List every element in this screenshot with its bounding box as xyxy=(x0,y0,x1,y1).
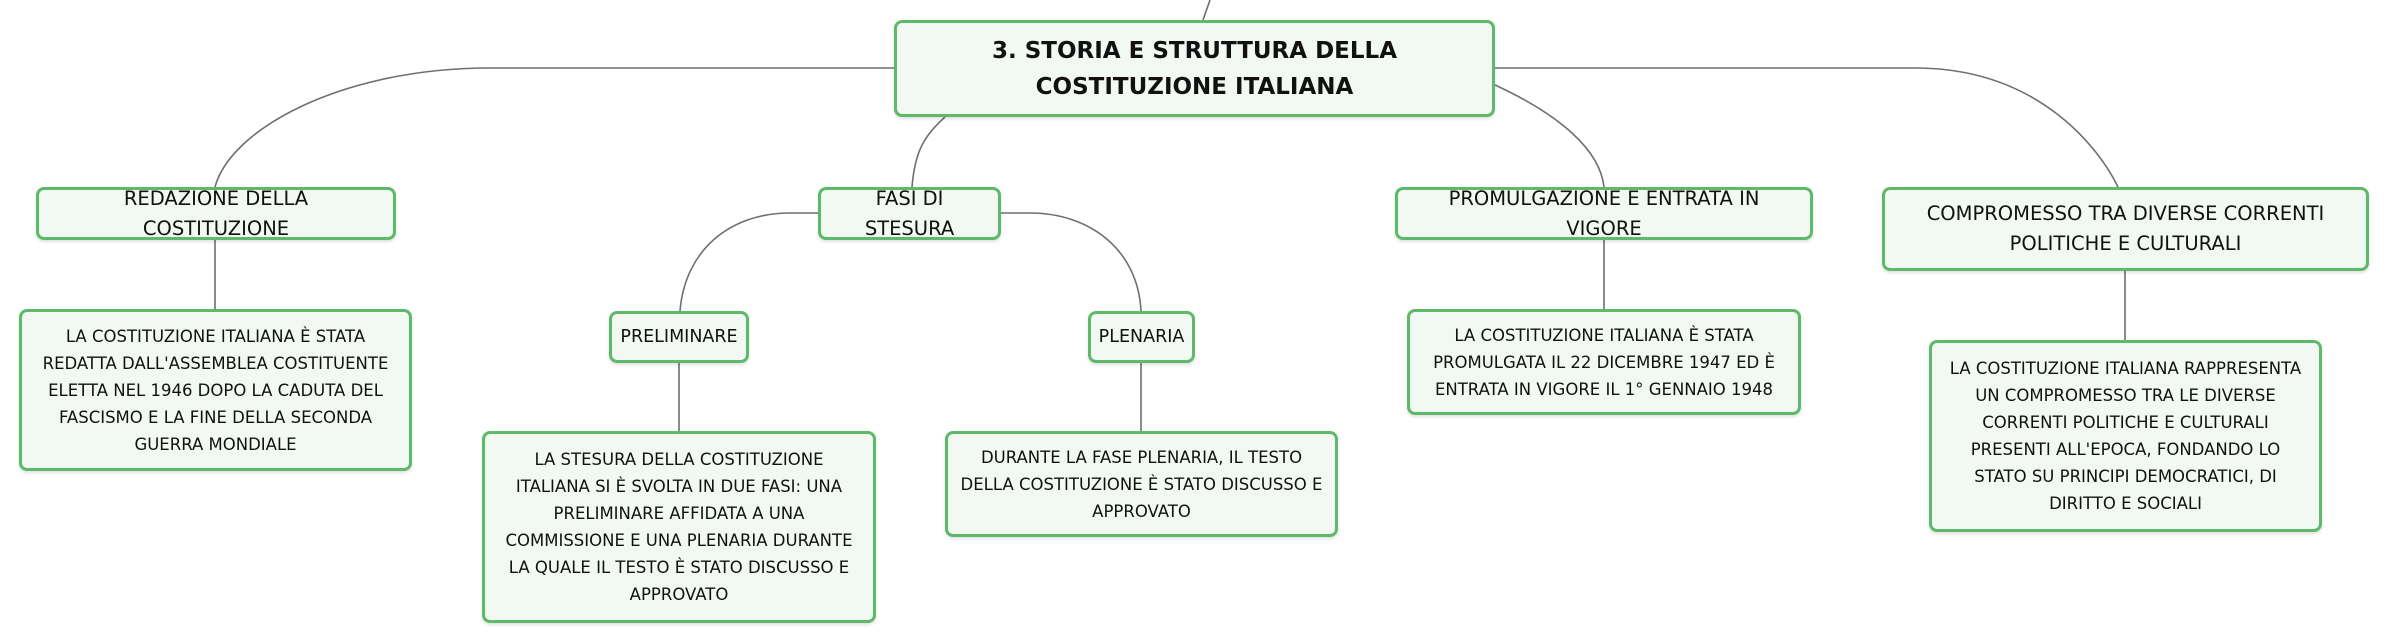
topic-fasi-label: FASI DI STESURA xyxy=(864,186,955,240)
note-compromesso[interactable]: LA COSTITUZIONE ITALIANA RAPPRESENTA UN … xyxy=(1929,340,2322,532)
topic-compromesso[interactable]: COMPROMESSO TRA DIVERSE CORRENTI POLITIC… xyxy=(1882,187,2369,271)
central-topic-label: 3. STORIA E STRUTTURA DELLA COSTITUZIONE… xyxy=(991,37,1397,100)
note-promulgazione[interactable]: LA COSTITUZIONE ITALIANA È STATA PROMULG… xyxy=(1407,309,1801,415)
note-preliminare-text: LA STESURA DELLA COSTITUZIONE ITALIANA S… xyxy=(505,450,853,604)
connector-root-compromesso xyxy=(1495,67,2119,188)
connector-root-redazione xyxy=(214,67,894,188)
note-plenaria-text: DURANTE LA FASE PLENARIA, IL TESTO DELLA… xyxy=(960,447,1323,521)
subtopic-preliminare[interactable]: PRELIMINARE xyxy=(609,311,749,363)
note-plenaria[interactable]: DURANTE LA FASE PLENARIA, IL TESTO DELLA… xyxy=(945,431,1338,537)
topic-compromesso-label: COMPROMESSO TRA DIVERSE CORRENTI POLITIC… xyxy=(1926,202,2325,255)
connector-root-promulgazione xyxy=(1494,84,1605,188)
connector-fasi-preliminare xyxy=(679,212,818,312)
note-promulgazione-text: LA COSTITUZIONE ITALIANA È STATA PROMULG… xyxy=(1433,325,1775,399)
topic-promulgazione-label: PROMULGAZIONE E ENTRATA IN VIGORE xyxy=(1448,186,1760,240)
note-redazione[interactable]: LA COSTITUZIONE ITALIANA È STATA REDATTA… xyxy=(19,309,412,471)
topic-promulgazione[interactable]: PROMULGAZIONE E ENTRATA IN VIGORE xyxy=(1395,187,1813,240)
connector-root-fasi xyxy=(911,116,946,188)
subtopic-preliminare-label: PRELIMINARE xyxy=(620,327,738,347)
connector-root-up xyxy=(1202,0,1211,21)
central-topic[interactable]: 3. STORIA E STRUTTURA DELLA COSTITUZIONE… xyxy=(894,20,1495,117)
subtopic-plenaria[interactable]: PLENARIA xyxy=(1088,311,1195,363)
topic-fasi-di-stesura[interactable]: FASI DI STESURA xyxy=(818,187,1001,240)
note-preliminare[interactable]: LA STESURA DELLA COSTITUZIONE ITALIANA S… xyxy=(482,431,876,623)
note-redazione-text: LA COSTITUZIONE ITALIANA È STATA REDATTA… xyxy=(42,326,389,454)
subtopic-plenaria-label: PLENARIA xyxy=(1098,327,1185,347)
connector-fasi-plenaria xyxy=(1001,212,1142,312)
note-compromesso-text: LA COSTITUZIONE ITALIANA RAPPRESENTA UN … xyxy=(1949,359,2302,513)
topic-redazione-label: REDAZIONE DELLA COSTITUZIONE xyxy=(123,186,309,240)
topic-redazione[interactable]: REDAZIONE DELLA COSTITUZIONE xyxy=(36,187,396,240)
